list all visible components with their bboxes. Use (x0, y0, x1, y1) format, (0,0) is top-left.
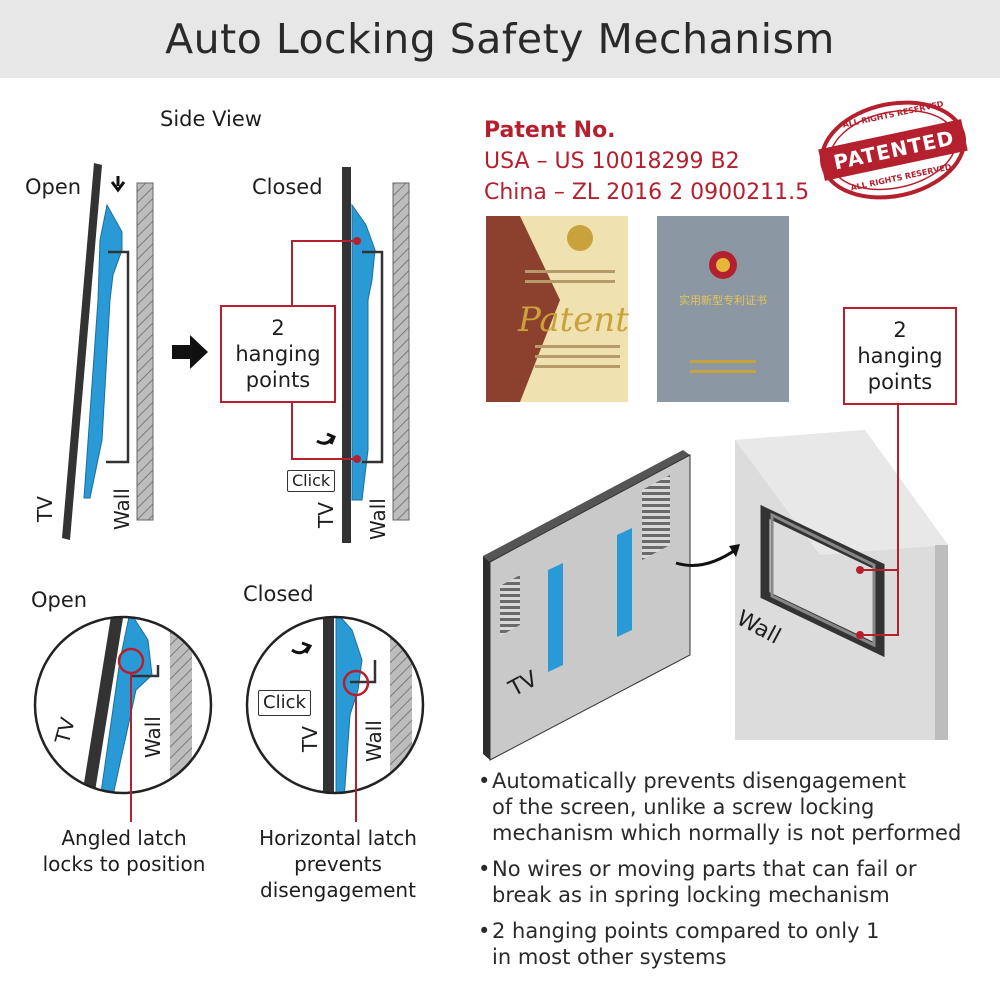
side-closed-wall-label: Wall (366, 498, 390, 540)
us-patent-certificate (486, 216, 628, 402)
detail-closed-wall-label: Wall (362, 720, 386, 762)
feature-line: of the screen, unlike a screw locking (492, 795, 875, 819)
side-closed-label: Closed (252, 175, 323, 199)
patent-china: China – ZL 2016 2 0900211.5 (484, 180, 810, 205)
side-closed-diagram (291, 167, 410, 543)
detail-click-badge: Click (258, 690, 311, 716)
feature-line: Automatically prevents disengagement (492, 769, 906, 793)
iso-hanging-points-callout: 2 hanging points (843, 307, 957, 405)
callout-line: 2 (893, 318, 907, 342)
patent-heading: Patent No. (484, 118, 616, 143)
side-view-heading: Side View (160, 107, 262, 131)
feature-line: mechanism which normally is not performe… (492, 821, 962, 845)
caption-angled-latch: Angled latch locks to position (20, 825, 228, 877)
isometric-wall-diagram (735, 430, 948, 740)
caption-horizontal-latch: Horizontal latch prevents disengagement (238, 825, 438, 903)
page-title: Auto Locking Safety Mechanism (165, 15, 835, 63)
patent-usa: USA – US 10018299 B2 (484, 149, 740, 174)
wall-bracket (106, 250, 130, 464)
side-click-badge: Click (287, 470, 336, 492)
caption-line: locks to position (42, 852, 206, 876)
detail-open-label: Open (31, 588, 88, 612)
feature-line: in most other systems (492, 945, 727, 969)
detail-open-circle (33, 615, 213, 822)
cn-certificate-title: 实用新型专利证书 (679, 294, 767, 307)
feature-line: 2 hanging points compared to only 1 (492, 919, 880, 943)
side-open-label: Open (25, 175, 82, 199)
feature-item: • No wires or moving parts that can fail… (478, 856, 983, 908)
feature-item: • 2 hanging points compared to only 1 in… (478, 918, 983, 970)
feature-list: • Automatically prevents disengagement o… (478, 768, 983, 980)
china-patent-certificate (657, 216, 789, 402)
detail-closed-circle (245, 615, 425, 822)
detail-closed-label: Closed (243, 582, 314, 606)
caption-line: Angled latch (61, 826, 187, 850)
detail-open-wall-label: Wall (141, 716, 165, 758)
header-bar: Auto Locking Safety Mechanism (0, 0, 1000, 78)
callout-line: 2 (271, 316, 285, 340)
us-certificate-script: Patent (518, 300, 629, 340)
side-open-tv-label: TV (33, 496, 57, 522)
feature-line: break as in spring locking mechanism (492, 883, 890, 907)
side-closed-tv-label: TV (314, 502, 338, 528)
callout-line: points (867, 370, 933, 394)
callout-line: hanging (857, 344, 943, 368)
detail-closed-tv-label: TV (298, 726, 322, 752)
caption-line: disengagement (260, 878, 416, 902)
feature-line: No wires or moving parts that can fail o… (492, 857, 917, 881)
down-arrow-icon (110, 176, 126, 193)
isometric-tv-diagram (483, 450, 740, 761)
callout-line: points (245, 368, 311, 392)
tv-bracket (83, 203, 123, 499)
callout-line: hanging (235, 342, 321, 366)
side-hanging-points-callout: 2 hanging points (220, 305, 336, 403)
caption-line: prevents (294, 852, 382, 876)
caption-line: Horizontal latch (259, 826, 417, 850)
right-arrow-icon (172, 335, 208, 369)
feature-item: • Automatically prevents disengagement o… (478, 768, 983, 846)
patented-stamp (818, 100, 968, 200)
wall-hatch (136, 182, 154, 521)
side-open-diagram (62, 163, 154, 540)
tv-panel (62, 163, 102, 540)
curved-arrow-icon (316, 432, 336, 445)
side-open-wall-label: Wall (110, 488, 134, 530)
